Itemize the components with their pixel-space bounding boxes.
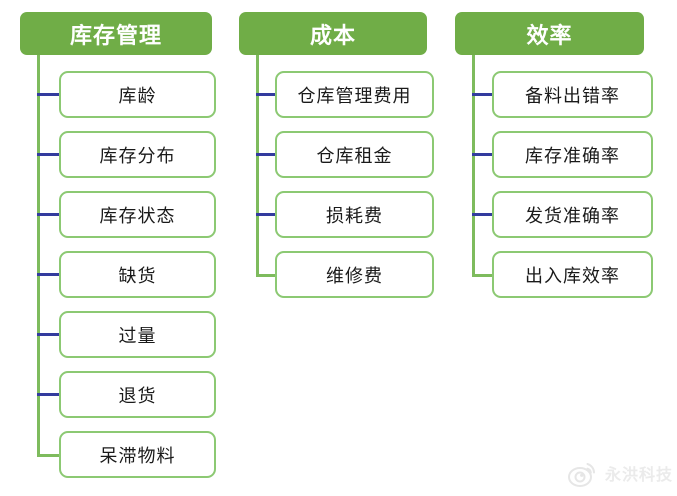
node-box: 缺货	[59, 251, 216, 298]
node-box: 库存分布	[59, 131, 216, 178]
connector-stub	[37, 213, 59, 216]
connector-stub	[472, 153, 492, 156]
connector-stub	[37, 153, 59, 156]
node-box: 库存准确率	[492, 131, 653, 178]
connector-trunk	[256, 55, 259, 277]
connector-stub	[37, 273, 59, 276]
node-box: 备料出错率	[492, 71, 653, 118]
connector-stub	[37, 93, 59, 96]
node-box: 退货	[59, 371, 216, 418]
branch-header: 效率	[455, 12, 644, 55]
connector-elbow	[472, 273, 492, 277]
node-box: 仓库租金	[275, 131, 434, 178]
node-box: 出入库效率	[492, 251, 653, 298]
node-box: 库存状态	[59, 191, 216, 238]
node-box: 过量	[59, 311, 216, 358]
connector-trunk	[37, 55, 40, 457]
watermark-text: 永洪科技	[605, 467, 674, 484]
weibo-eye-icon	[568, 463, 595, 487]
connector-stub	[256, 153, 275, 156]
node-box: 库龄	[59, 71, 216, 118]
connector-stub	[256, 213, 275, 216]
branch-header: 成本	[239, 12, 427, 55]
connector-stub	[37, 393, 59, 396]
connector-elbow	[256, 273, 275, 277]
branch-header: 库存管理	[20, 12, 212, 55]
connector-trunk	[472, 55, 475, 277]
connector-stub	[37, 333, 59, 336]
connector-stub	[472, 93, 492, 96]
node-box: 发货准确率	[492, 191, 653, 238]
connector-elbow	[37, 453, 59, 457]
node-box: 呆滞物料	[59, 431, 216, 478]
node-box: 仓库管理费用	[275, 71, 434, 118]
connector-stub	[472, 213, 492, 216]
connector-stub	[256, 93, 275, 96]
watermark: 永洪科技	[566, 456, 673, 490]
node-box: 损耗费	[275, 191, 434, 238]
node-box: 维修费	[275, 251, 434, 298]
